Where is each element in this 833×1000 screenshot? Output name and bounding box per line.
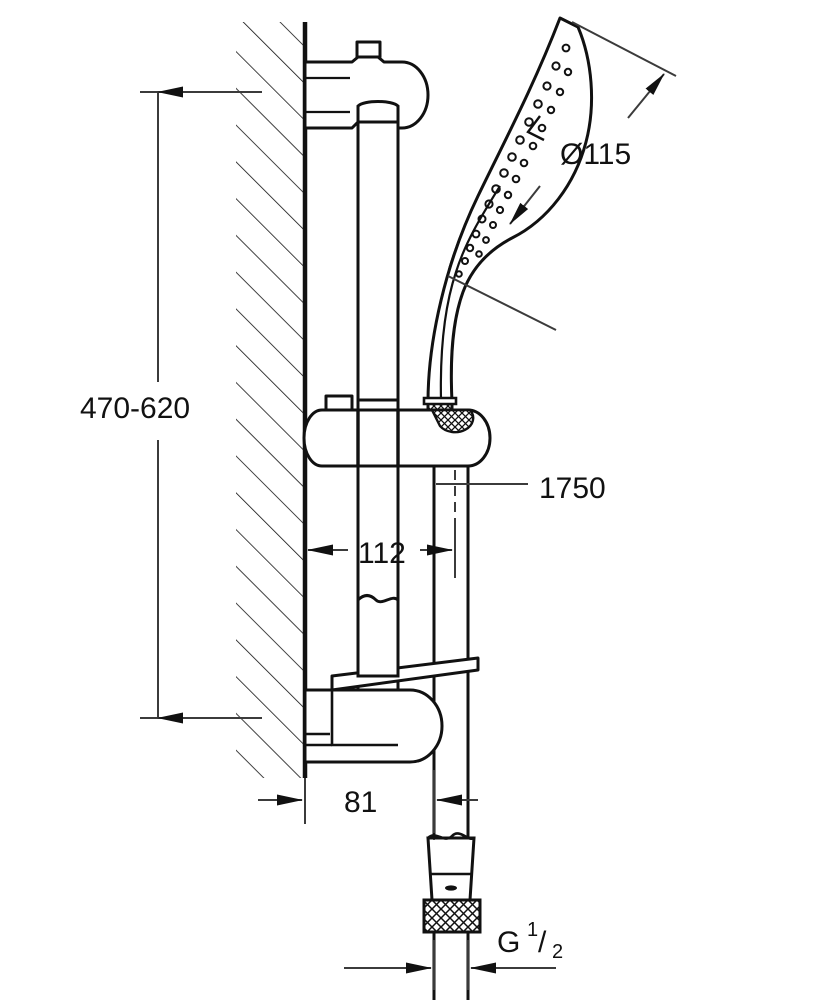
dimension-label-thread-denominator: 2 <box>552 941 563 963</box>
wall-section <box>236 22 308 778</box>
dimension-label-hose-length: 1750 <box>539 472 606 505</box>
dimension-label-slider-projection: 112 <box>358 537 406 570</box>
dimension-label-rail-height: 470-620 <box>80 392 190 425</box>
rail-lower-end <box>356 594 400 678</box>
knurled-hose-connection-nut <box>422 832 482 1000</box>
dimension-label-thread-numerator: 1 <box>527 919 538 941</box>
dimension-rail-height: 470-620 <box>80 86 262 724</box>
spray-nozzle-pattern <box>455 43 573 278</box>
hand-shower-slider <box>302 394 492 468</box>
dimension-shower-head-diameter: Ø115 <box>447 21 677 331</box>
dimension-label-bracket-projection: 81 <box>344 786 377 819</box>
dimension-slider-projection: 112 <box>307 470 456 578</box>
dimension-bracket-projection: 81 <box>258 770 478 840</box>
dimension-label-thread-letter: G <box>497 926 520 959</box>
dimension-hose-length: 1750 <box>436 472 606 505</box>
dimension-label-shower-head-diameter: Ø115 <box>560 138 631 171</box>
dimension-label-thread-slash: / <box>538 926 547 959</box>
dimension-hose-thread: G 1 / 2 <box>344 919 563 990</box>
lower-bracket-with-soap-dish <box>303 656 480 764</box>
